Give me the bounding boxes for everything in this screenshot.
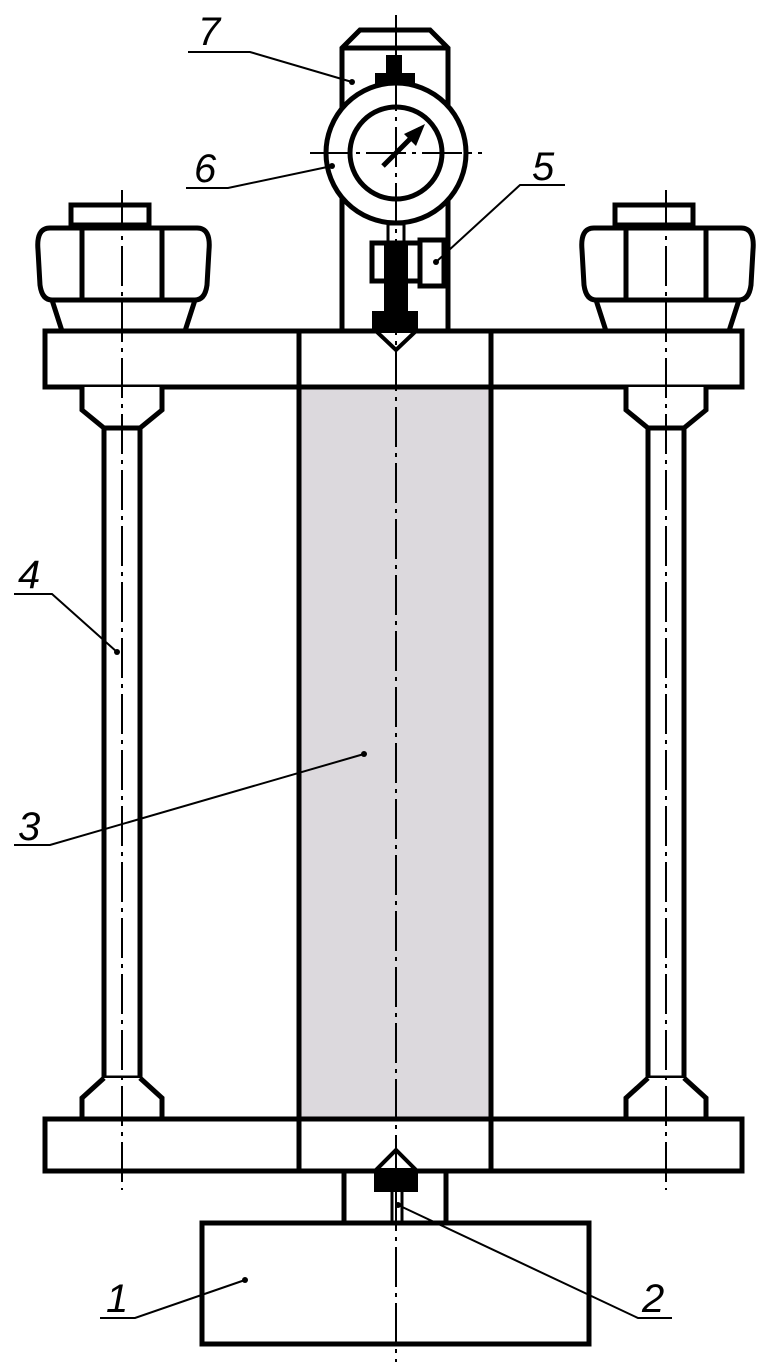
label-7: 7 [198, 10, 222, 54]
label-1: 1 [106, 1277, 128, 1321]
leader-lines [14, 51, 672, 1319]
clamp-bracket [417, 237, 447, 289]
label-2: 2 [641, 1277, 664, 1321]
bottom-support [341, 1171, 449, 1223]
label-3: 3 [18, 805, 40, 849]
right-tie-rod [579, 190, 756, 1190]
label-6: 6 [194, 147, 217, 191]
label-4: 4 [18, 553, 40, 597]
left-tie-rod [35, 190, 212, 1190]
label-5: 5 [532, 145, 555, 189]
